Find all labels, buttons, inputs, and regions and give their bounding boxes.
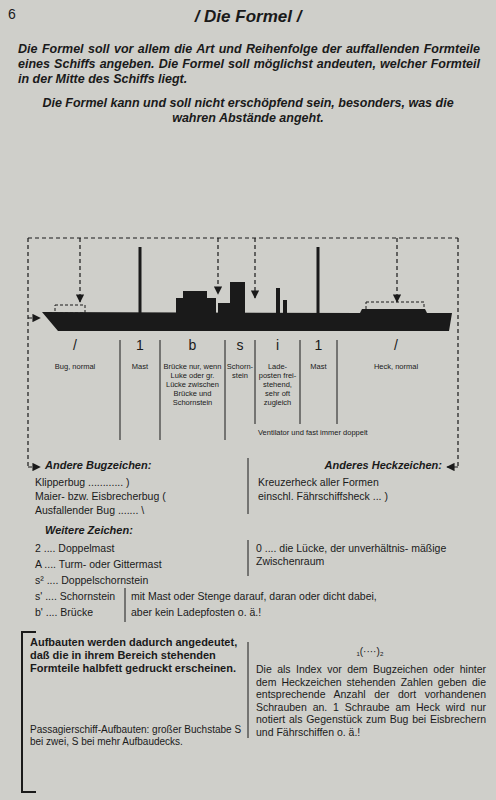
sign-entry: Maier- bzw. Eisbrecherbug ( (35, 490, 245, 503)
sign-entry-box: s² .... Doppelschornstein (35, 574, 245, 587)
sign-entry: einschl. Fährschiffsheck ... ) (258, 490, 483, 503)
formula-symbol: 1 (120, 337, 160, 354)
part-name-box: Brücke nur, wenn Luke oder gr. Lücke zwi… (161, 362, 224, 407)
page-title: / Die Formel / (0, 7, 496, 27)
formula-symbol: i (255, 337, 300, 354)
intro-text-box: Die Formel kann und soll nicht erschöpfe… (30, 96, 466, 126)
part-name-box: Ventilator und fast immer doppelt (258, 428, 458, 437)
section-heading: Anderes Heckzeichen: (290, 459, 442, 472)
part-name-box: Lade- posten frei- stehend, sehr oft zug… (256, 362, 299, 407)
sign-note-box: mit Mast oder Stenge darauf, daran oder … (131, 590, 491, 603)
sign-entry-box: A .... Turm- oder Gittermast (35, 558, 245, 571)
sign-entry: 2 .... Doppelmast (35, 542, 245, 555)
formula-symbol-box: s (225, 337, 255, 354)
sign-entry: b' .... Brücke (35, 606, 123, 619)
part-name: Lade- posten frei- stehend, sehr oft zug… (256, 362, 299, 407)
intro-text: Die Formel kann und soll nicht erschöpfe… (30, 96, 466, 126)
note-text: Aufbauten werden dadurch angedeutet, daß… (30, 636, 242, 676)
sign-entry-box: s' .... Schornstein (35, 590, 123, 603)
sign-entry-box: b' .... Brücke (35, 606, 123, 619)
note-text-box: Passagierschiff-Aufbauten: großer Buchst… (30, 724, 242, 748)
formula-symbol: s (225, 337, 255, 354)
sign-entry-box: Ausfallender Bug ....... \ (35, 504, 245, 517)
page-number: 6 (8, 6, 32, 23)
part-name-box: Mast (121, 362, 159, 371)
note-text-box: Aufbauten werden dadurch angedeutet, daß… (30, 636, 242, 676)
formula-symbol-box: 1 (300, 337, 337, 354)
sign-note: mit Mast oder Stenge darauf, daran oder … (131, 590, 491, 603)
dashed-pointers (28, 238, 458, 467)
sign-entry: Klipperbug ............ ) (35, 476, 245, 489)
ship-silhouette (42, 247, 452, 331)
sign-entry: 0 .... die Lücke, der unverhältnis- mäßi… (256, 542, 488, 567)
formula-symbol: / (30, 337, 120, 354)
sign-entry: Kreuzerheck aller Formen (258, 476, 483, 489)
note-text: Passagierschiff-Aufbauten: großer Buchst… (30, 724, 242, 748)
formula-symbol-box: 1 (120, 337, 160, 354)
sign-entry-box: Klipperbug ............ ) (35, 476, 245, 489)
formula-symbol-box: i (255, 337, 300, 354)
index-formula: ₁(····)₂ (256, 646, 484, 658)
formula-symbol-box: b (160, 337, 225, 354)
formula-symbol: b (160, 337, 225, 354)
formula-symbol-box: / (30, 337, 120, 354)
part-name-box: Schorn- stein (226, 362, 254, 380)
part-name: Heck, normal (338, 362, 454, 371)
part-name: Mast (121, 362, 159, 371)
part-name: Mast (301, 362, 336, 371)
section-heading: Andere Bugzeichen: (45, 459, 240, 472)
formula-symbol: / (337, 337, 455, 354)
sign-entry: s' .... Schornstein (35, 590, 123, 603)
part-name: Brücke nur, wenn Luke oder gr. Lücke zwi… (161, 362, 224, 407)
section-heading-box: Weitere Zeichen: (45, 524, 240, 537)
part-name-box: Heck, normal (338, 362, 454, 371)
page-number-box: 6 (8, 6, 32, 23)
part-name: Schorn- stein (226, 362, 254, 380)
page-title: / Die Formel / (0, 7, 496, 27)
note-text: Die als Index vor dem Bugzeichen oder hi… (256, 663, 486, 739)
sign-entry-box: 2 .... Doppelmast (35, 542, 245, 555)
sign-entry-box: 0 .... die Lücke, der unverhältnis- mäßi… (256, 542, 488, 567)
sign-note-box: aber kein Ladepfosten o. ä.! (131, 606, 491, 619)
sign-entry: s² .... Doppelschornstein (35, 574, 245, 587)
note-text-box: Die als Index vor dem Bugzeichen oder hi… (256, 663, 486, 739)
sign-note: aber kein Ladepfosten o. ä.! (131, 606, 491, 619)
section-heading: Weitere Zeichen: (45, 524, 240, 537)
sign-entry: Ausfallender Bug ....... \ (35, 504, 245, 517)
section-heading-box: Andere Bugzeichen: (45, 459, 240, 472)
superstructure-outline (55, 302, 424, 313)
part-name: Ventilator und fast immer doppelt (258, 428, 458, 437)
sign-entry-box: Maier- bzw. Eisbrecherbug ( (35, 490, 245, 503)
index-formula-box: ₁(····)₂ (256, 646, 484, 658)
intro-text-box: Die Formel soll vor allem die Art und Re… (18, 42, 480, 87)
part-name-box: Mast (301, 362, 336, 371)
sign-entry-box: Kreuzerheck aller Formen (258, 476, 483, 489)
formula-symbol: 1 (300, 337, 337, 354)
part-name-box: Bug, normal (31, 362, 119, 371)
part-name: Bug, normal (31, 362, 119, 371)
formula-symbol-box: / (337, 337, 455, 354)
intro-text: Die Formel soll vor allem die Art und Re… (18, 42, 480, 87)
sign-entry: A .... Turm- oder Gittermast (35, 558, 245, 571)
sign-entry-box: einschl. Fährschiffsheck ... ) (258, 490, 483, 503)
section-heading-box: Anderes Heckzeichen: (290, 459, 442, 472)
